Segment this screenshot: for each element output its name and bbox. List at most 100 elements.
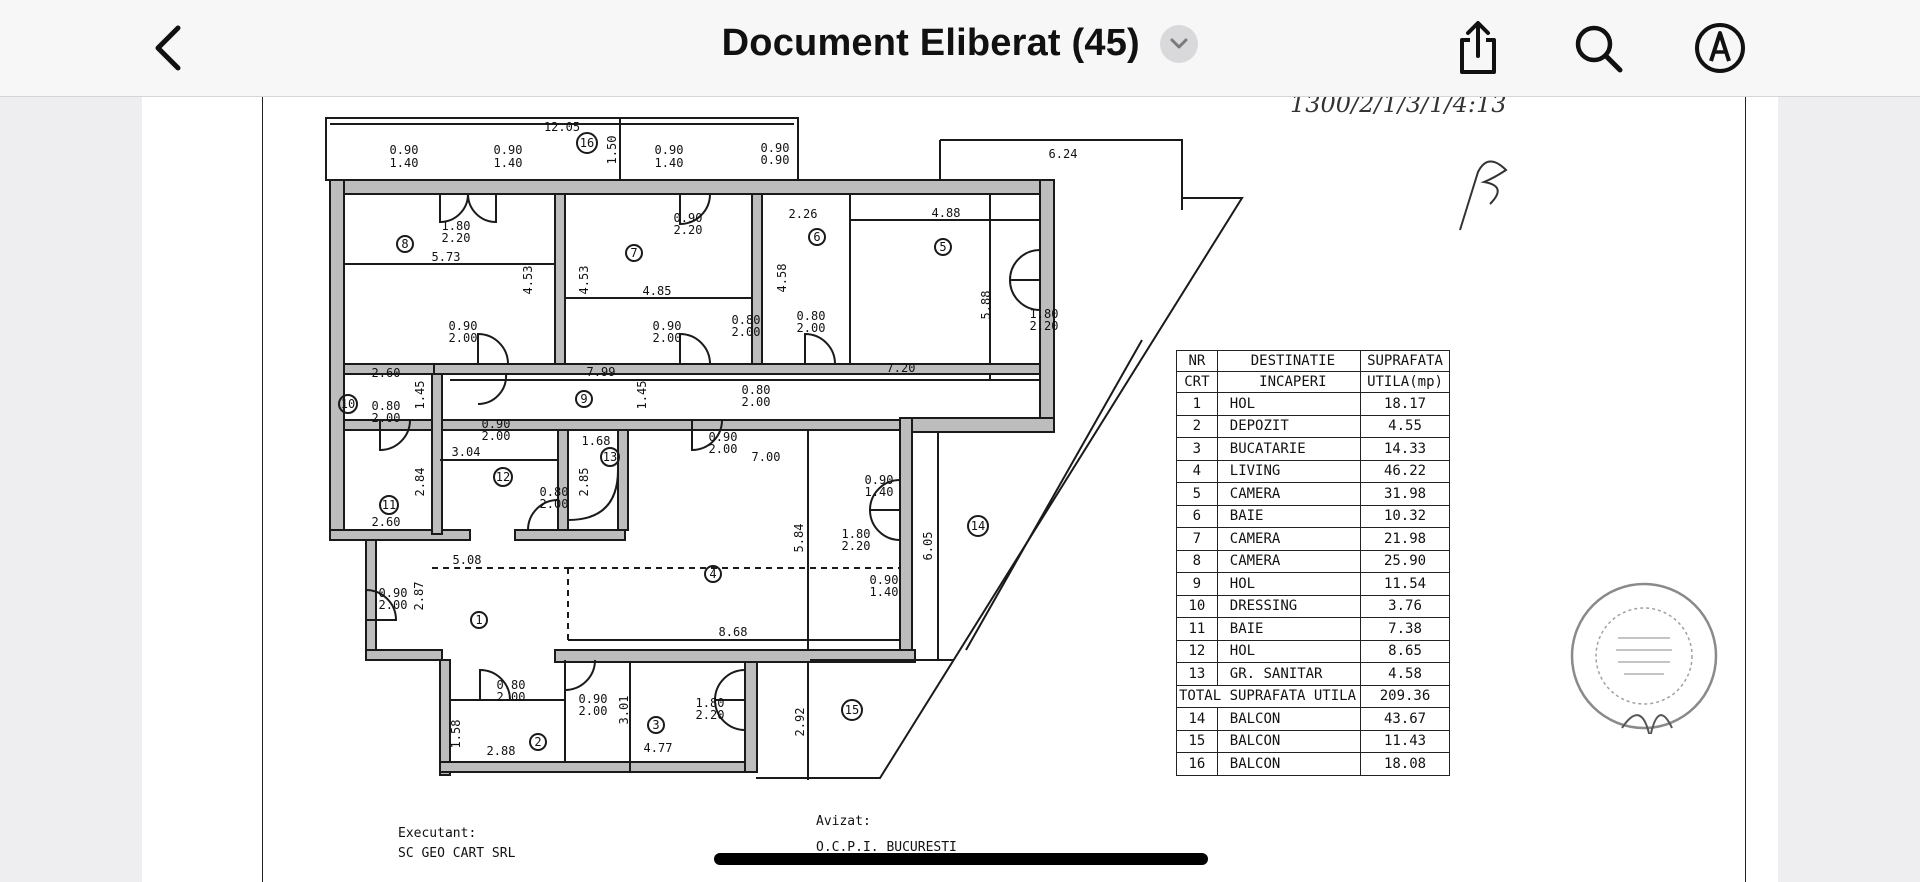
dimension-label: 1.80: [1030, 307, 1059, 321]
dimension-label: 0.90: [653, 319, 682, 333]
dimension-label: 1.58: [449, 720, 463, 749]
dimension-label: 12.05: [544, 120, 580, 134]
back-button[interactable]: [140, 20, 196, 76]
dimension-label: 2.00: [372, 411, 401, 425]
room-number: 15: [845, 703, 859, 717]
dimension-label: 0.80: [540, 485, 569, 499]
dimension-label: 0.90: [870, 573, 899, 587]
chevron-down-icon: [1170, 38, 1188, 48]
room-number: 12: [496, 470, 510, 484]
dimension-label: 0.90: [761, 153, 790, 167]
dimension-label: 0.90: [390, 143, 419, 157]
search-button[interactable]: [1568, 18, 1628, 78]
dimension-label: 5.08: [453, 553, 482, 567]
room-number: 1: [475, 613, 482, 627]
header-destinatie: DESTINATIE: [1216, 350, 1362, 372]
dimension-label: 1.40: [655, 156, 684, 170]
dimension-label: 6.05: [921, 532, 935, 561]
dimension-label: 7.20: [887, 361, 916, 375]
title-dropdown-button[interactable]: [1160, 24, 1199, 63]
search-icon: [1575, 25, 1623, 73]
dimension-label: 1.40: [865, 485, 894, 499]
room-number: 3: [652, 718, 659, 732]
dimension-label: 0.90: [865, 473, 894, 487]
room-number: 16: [580, 136, 594, 150]
room-number: 5: [939, 240, 946, 254]
dimension-label: 2.60: [372, 366, 401, 380]
dimension-label: 0.90: [655, 143, 684, 157]
share-button[interactable]: [1448, 18, 1508, 78]
dimension-label: 0.80: [742, 383, 771, 397]
room-number: 7: [630, 246, 637, 260]
dimension-label: 1.80: [442, 219, 471, 233]
header-utila: UTILA(mp): [1360, 371, 1451, 393]
dimension-label: 2.85: [577, 468, 591, 497]
dimension-label: 2.00: [742, 395, 771, 409]
dimension-label: 8.68: [719, 625, 748, 639]
dimension-label: 6.24: [1049, 147, 1078, 161]
dimension-label: 0.90: [579, 692, 608, 706]
dimension-label: 2.20: [442, 231, 471, 245]
dimension-label: 5.84: [792, 524, 806, 553]
room-number: 8: [401, 237, 408, 251]
dimension-label: 1.40: [494, 156, 523, 170]
dimension-label: 2.00: [540, 497, 569, 511]
avizat-block: Avizat: O.C.P.I. BUCURESTI: [816, 812, 957, 858]
dimension-label: 4.77: [644, 741, 673, 755]
dimension-label: 0.90: [379, 586, 408, 600]
dimension-label: 4.53: [577, 266, 591, 295]
dimension-label: 2.20: [696, 708, 725, 722]
dimension-label: 0.90: [674, 211, 703, 225]
header-nr: NR: [1176, 350, 1218, 372]
room-number: 6: [813, 230, 820, 244]
page-border: [262, 97, 1746, 882]
header-incaperi: INCAPERI: [1216, 371, 1362, 393]
dimension-label: 2.00: [449, 331, 478, 345]
dimension-label: 0.80: [372, 399, 401, 413]
document-page[interactable]: [142, 97, 1778, 882]
header-crt: CRT: [1176, 371, 1218, 393]
executant-label: Executant:: [398, 826, 477, 841]
dimension-label: 2.00: [497, 690, 526, 704]
dimension-label: 0.80: [497, 678, 526, 692]
avizat-label: Avizat:: [816, 814, 871, 829]
room-number: 2: [534, 735, 541, 749]
dimension-label: 7.99: [587, 365, 616, 379]
avizat-name: O.C.P.I. BUCURESTI: [816, 840, 957, 855]
area-table: NR DESTINATIE SUPRAFATA CRT INCAPERI UTI…: [1175, 350, 1451, 776]
chevron-left-icon: [155, 25, 181, 71]
dimension-label: 0.80: [732, 313, 761, 327]
dimension-label: 4.58: [775, 264, 789, 293]
dimension-label: 1.40: [870, 585, 899, 599]
markup-pen-icon: [1695, 23, 1745, 73]
dimension-label: 2.84: [413, 468, 427, 497]
dimension-label: 1.45: [413, 381, 427, 410]
home-indicator[interactable]: [714, 853, 1208, 865]
dimension-label: 3.04: [452, 445, 481, 459]
dimension-label: 0.90: [449, 319, 478, 333]
dimension-label: 3.01: [617, 696, 631, 725]
markup-button[interactable]: [1690, 18, 1750, 78]
dimension-label: 2.00: [482, 429, 511, 443]
dimension-label: 2.00: [797, 321, 826, 335]
room-number: 10: [341, 397, 355, 411]
dimension-label: 4.53: [521, 266, 535, 295]
dimension-label: 5.73: [432, 250, 461, 264]
dimension-label: 4.85: [643, 284, 672, 298]
dimension-label: 1.80: [696, 696, 725, 710]
document-title[interactable]: Document Eliberat (45): [721, 22, 1140, 64]
